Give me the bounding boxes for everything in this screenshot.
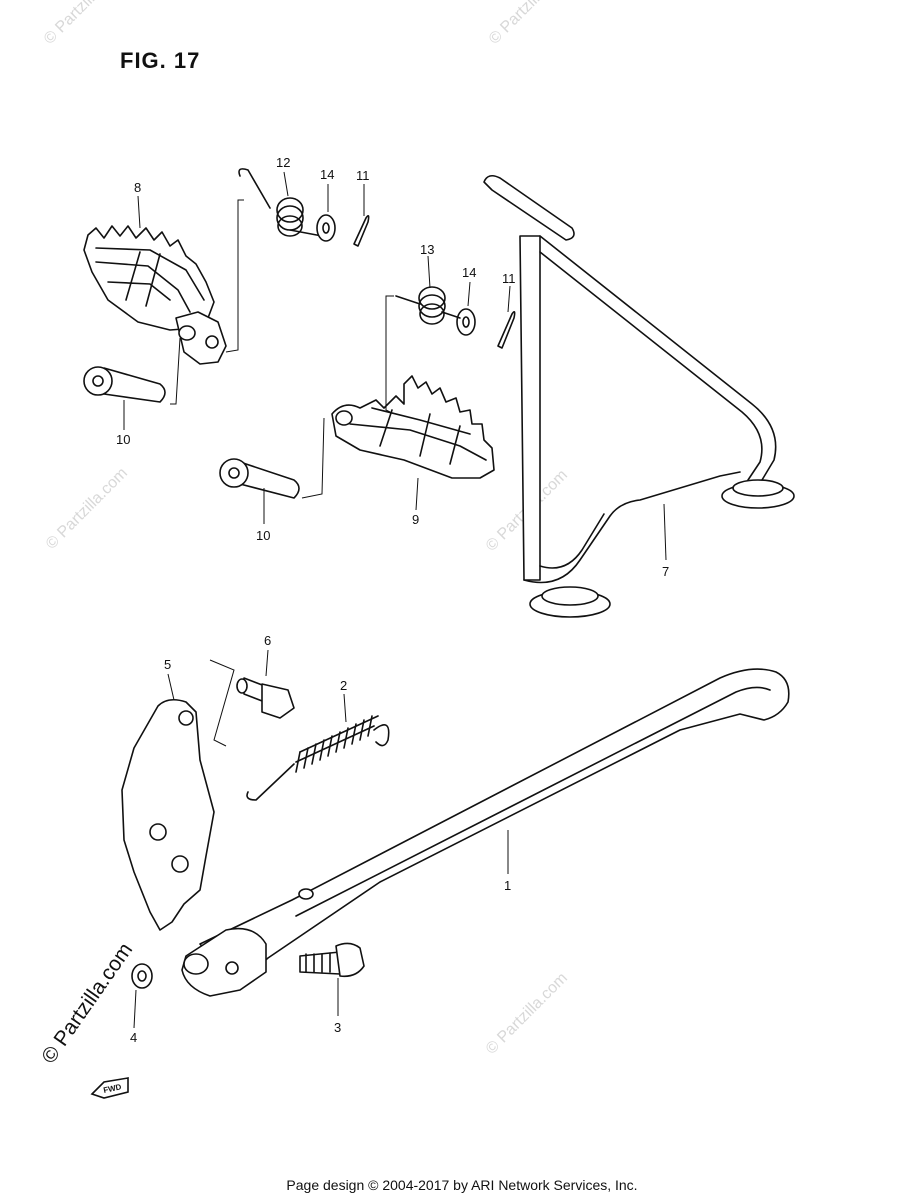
watermark: © Partzilla.com	[41, 0, 129, 48]
part-6-bolt	[236, 677, 295, 719]
part-14-washer-upper	[316, 214, 336, 242]
callout-12: 12	[276, 155, 290, 170]
part-12-spring	[238, 168, 323, 237]
part-9-footpeg-right	[331, 375, 495, 479]
part-1-side-stand	[181, 668, 790, 997]
part-10-pin-upper	[83, 366, 166, 403]
callout-1: 1	[504, 878, 511, 893]
part-7-center-stand	[483, 174, 795, 618]
watermark: © Partzilla.com	[483, 970, 571, 1058]
part-11-cotter-pin-lower	[497, 310, 516, 349]
page-footer: Page design © 2004-2017 by ARI Network S…	[286, 1177, 638, 1193]
callout-14: 14	[320, 167, 334, 182]
part-4-nut	[131, 963, 153, 989]
part-11-cotter-pin-upper	[353, 214, 370, 247]
part-4-nut-hole	[137, 970, 147, 982]
callout-11: 11	[356, 168, 370, 183]
callout-4: 4	[130, 1030, 137, 1045]
watermark-dark: © Partzilla.com	[37, 939, 137, 1068]
callout-13: 13	[420, 242, 434, 257]
callout-2: 2	[340, 678, 347, 693]
part-3-bolt	[299, 942, 365, 978]
part-14-washer-lower-hole	[462, 316, 470, 328]
part-2-spring	[246, 715, 390, 801]
callouts: 8 12 14 11 13 14 11 10 10 9 7 6 5 2 1 3 …	[116, 155, 669, 1045]
watermark: © Partzilla.com	[486, 0, 574, 48]
callout-10: 10	[116, 432, 130, 447]
callout-8: 8	[134, 180, 141, 195]
watermark: © Partzilla.com	[43, 465, 131, 553]
callout-10: 10	[256, 528, 270, 543]
callout-9: 9	[412, 512, 419, 527]
part-10-pin-lower	[219, 458, 300, 499]
part-14-washer-upper-hole	[322, 222, 330, 234]
callout-5: 5	[164, 657, 171, 672]
callout-6: 6	[264, 633, 271, 648]
part-8-footpeg-left	[83, 225, 227, 365]
callout-11: 11	[502, 271, 516, 286]
part-14-washer-lower	[456, 308, 476, 336]
leader-lines	[123, 171, 667, 1029]
forward-arrow-icon: FWD	[90, 1077, 129, 1099]
figure-title: FIG. 17	[120, 48, 201, 73]
callout-14: 14	[462, 265, 476, 280]
callout-3: 3	[334, 1020, 341, 1035]
fwd-label: FWD	[103, 1082, 123, 1095]
part-5-bracket	[121, 698, 215, 931]
callout-7: 7	[662, 564, 669, 579]
part-13-spring	[395, 286, 461, 325]
